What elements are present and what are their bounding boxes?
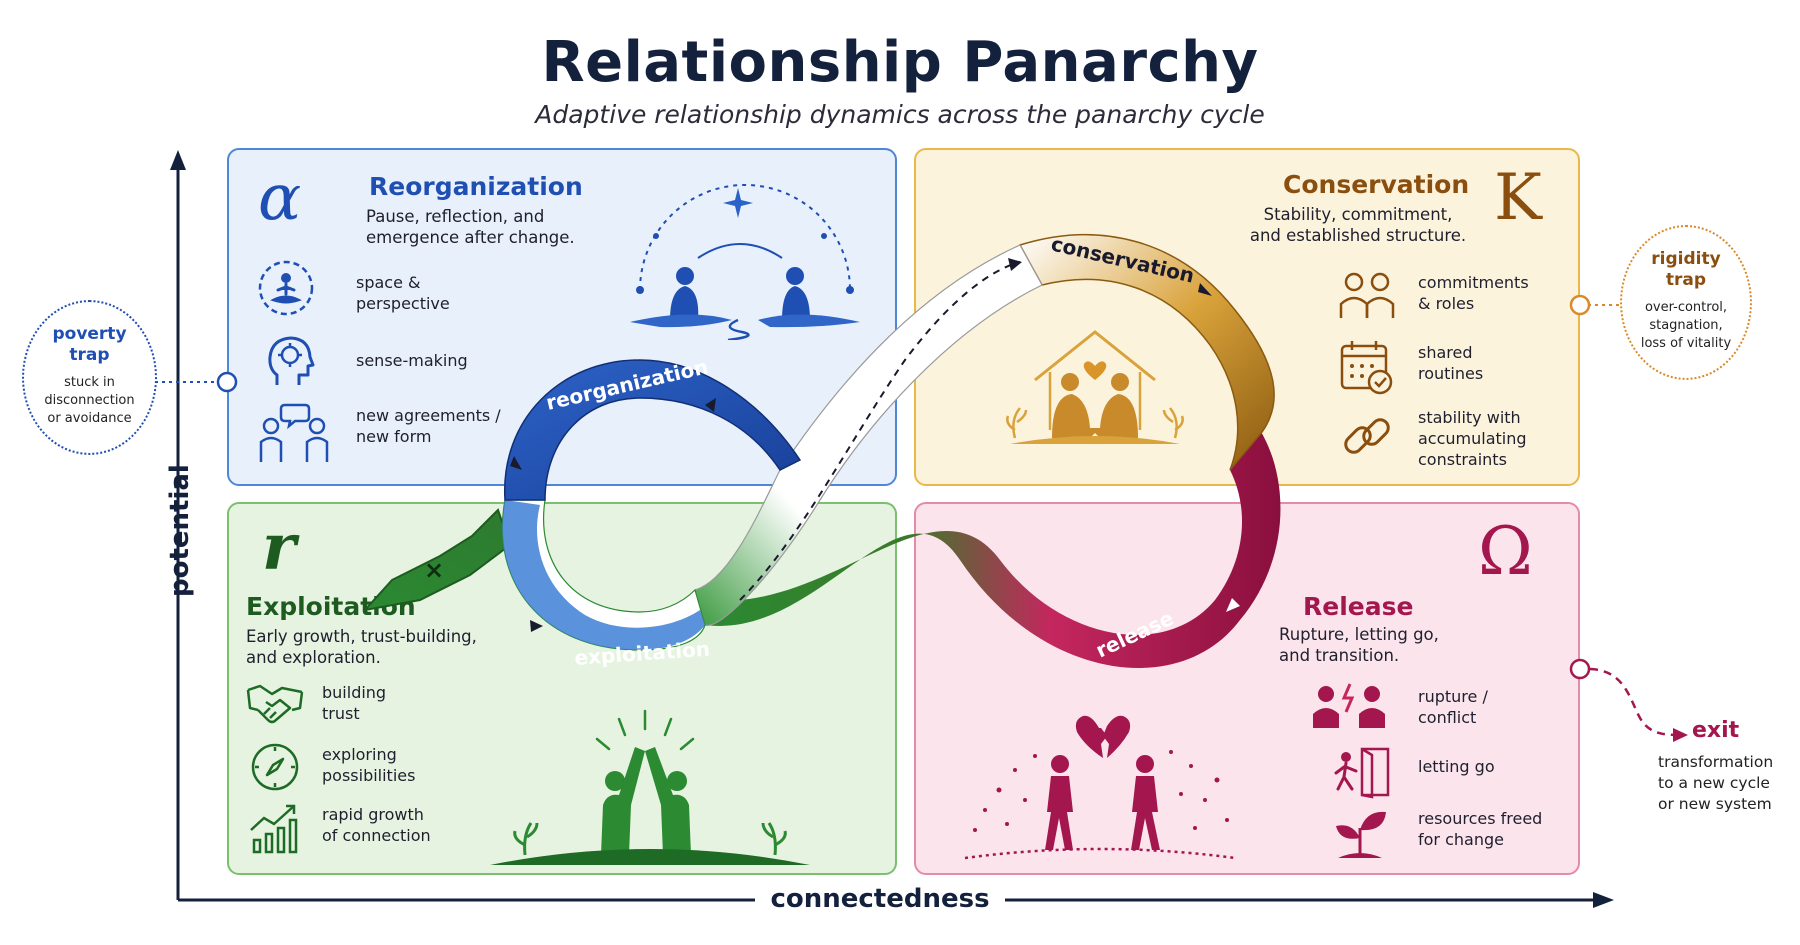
separation-illustration	[964, 715, 1236, 860]
growth-chart-icon	[250, 804, 298, 854]
chain-link-icon	[1344, 418, 1390, 454]
conservation-ribbon	[1018, 234, 1275, 471]
rigidity-trap: rigidity trap over-control, stagnation, …	[1620, 225, 1752, 380]
poverty-trap-desc-1: stuck in	[64, 375, 115, 390]
exit-connector	[1589, 667, 1679, 737]
reorg-item-space: space & perspective	[356, 273, 450, 313]
loop-arrowhead-6	[1226, 598, 1240, 612]
release-title: Release	[1303, 592, 1414, 621]
omega-symbol: Ω	[1478, 513, 1533, 590]
rigidity-trap-title-1: rigidity	[1651, 249, 1721, 269]
conservation-title: Conservation	[1283, 170, 1470, 199]
r-symbol: r	[262, 510, 296, 585]
exit-title: exit	[1692, 718, 1740, 743]
reflection-scene-illustration	[630, 184, 860, 340]
expl-item-growth: rapid growth of connection	[322, 805, 431, 845]
loop-tail-marker: ×	[424, 556, 444, 584]
high-five-illustration	[490, 709, 810, 865]
loop-arrowhead-3	[705, 398, 716, 412]
x-axis-arrow	[1593, 892, 1614, 908]
cons-item-routines: shared routines	[1418, 343, 1484, 383]
loop-arrowhead-1	[1008, 258, 1022, 271]
release-description: Rupture, letting go, and transition.	[1279, 625, 1439, 665]
loop-tail	[362, 508, 512, 612]
reorg-item-sense-making: sense-making	[356, 351, 468, 370]
alpha-symbol: α	[258, 161, 302, 235]
reorganization-description: Pause, reflection, and emergence after c…	[366, 207, 575, 247]
people-talking-icon	[259, 403, 329, 462]
poverty-trap-title-1: poverty	[52, 324, 127, 344]
loop-arrow-dashed	[739, 261, 1021, 601]
rel-item-resources: resources freed for change	[1418, 809, 1543, 849]
conservation-description: Stability, commitment, and established s…	[1249, 205, 1467, 245]
rigidity-trap-title-2: trap	[1665, 270, 1707, 290]
rigidity-trap-desc-2: stagnation,	[1649, 318, 1723, 333]
expl-item-trust: building trust	[322, 683, 387, 723]
connecting-ribbon	[694, 244, 1043, 626]
poverty-trap-desc-3: or avoidance	[47, 411, 132, 426]
exit-arrowhead	[1673, 728, 1688, 742]
expl-item-possibilities: exploring possibilities	[322, 745, 416, 785]
y-axis-arrow	[170, 150, 186, 170]
reorg-item-agreements: new agreements / new form	[356, 406, 501, 446]
exit-door-icon	[1334, 747, 1390, 799]
exit-description: transformation to a new cycle or new sys…	[1658, 753, 1774, 813]
exploitation-description: Early growth, trust-building, and explor…	[246, 627, 477, 667]
two-people-icon	[1339, 272, 1395, 318]
head-thinking-icon	[268, 336, 315, 385]
page-subtitle: Adaptive relationship dynamics across th…	[535, 100, 1265, 129]
meditation-icon	[258, 260, 314, 316]
rel-item-rupture: rupture / conflict	[1418, 687, 1488, 727]
reorganization-ribbon	[504, 359, 802, 501]
rigidity-trap-desc-3: loss of vitality	[1640, 336, 1732, 351]
compass-icon	[251, 743, 299, 791]
loop-arrowhead-2	[1198, 283, 1212, 296]
panel-exploitation	[227, 502, 897, 875]
page-title: Relationship Panarchy	[541, 30, 1259, 95]
loop-arrowhead-5	[530, 620, 543, 632]
rigidity-trap-desc-1: over-control,	[1644, 300, 1728, 315]
poverty-trap-desc-2: disconnection	[44, 393, 135, 408]
loop-arrowhead-4	[510, 456, 522, 470]
home-together-illustration	[1006, 330, 1184, 444]
sprout-icon	[1336, 811, 1386, 858]
poverty-trap-title-2: trap	[69, 345, 110, 365]
kappa-symbol: K	[1494, 161, 1542, 235]
x-axis-label: connectedness	[770, 884, 990, 914]
conflict-icon	[1313, 683, 1385, 728]
handshake-icon	[246, 684, 304, 724]
reorganization-title: Reorganization	[369, 172, 583, 201]
rel-item-letting-go: letting go	[1418, 757, 1495, 776]
poverty-trap: poverty trap stuck in disconnection or a…	[22, 300, 157, 455]
calendar-check-icon	[1340, 341, 1393, 395]
cons-item-commitments: commitments & roles	[1418, 273, 1529, 313]
cons-item-stability: stability with accumulating constraints	[1418, 408, 1527, 469]
